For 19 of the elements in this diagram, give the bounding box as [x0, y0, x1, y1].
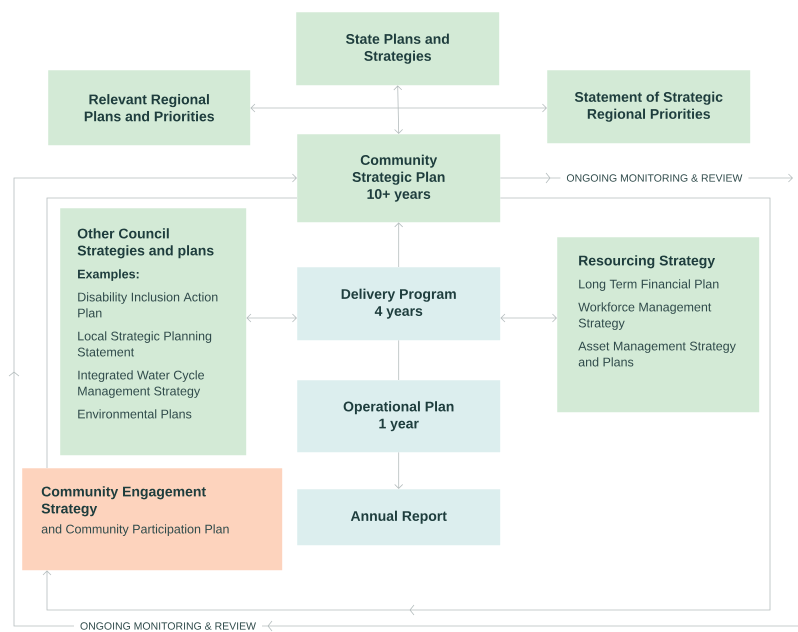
strategy-box: Other Council Strategies and plans Examples: Disability Inclusion Action Plan Local Strategic Planning Statement Integrated Water Cycle Management Strategy Environmental Plans [60, 208, 246, 456]
strategy-box: Resourcing Strategy Long Term Financial Plan Workforce Management Strategy Asset Management Strategy and Plans [557, 237, 760, 412]
monitoring-label: ONGOING MONITORING & REVIEW [74, 621, 262, 631]
arrow [394, 452, 404, 489]
plan-box: Relevant Regional Plans and Priorities [48, 70, 250, 146]
arrow [246, 314, 297, 322]
arrow [500, 314, 557, 322]
plan-box: Community Strategic Plan 10+ years [297, 134, 500, 222]
arrow [250, 104, 547, 112]
edge-label: ONGOING MONITORING & REVIEW [560, 172, 748, 184]
plan-box: State Plans and Strategies [296, 12, 500, 86]
strategy-box: Community Engagement Strategy and Community Participation Plan [22, 468, 282, 570]
arrow [394, 222, 404, 268]
arrow [42, 198, 770, 616]
plan-box: Delivery Program 4 years [297, 267, 500, 340]
plan-box: Statement of Strategic Regional Priorities [547, 70, 750, 144]
arrow [393, 85, 403, 134]
plan-box: Annual Report [297, 489, 500, 546]
plan-box: Operational Plan 1 year [297, 380, 500, 452]
